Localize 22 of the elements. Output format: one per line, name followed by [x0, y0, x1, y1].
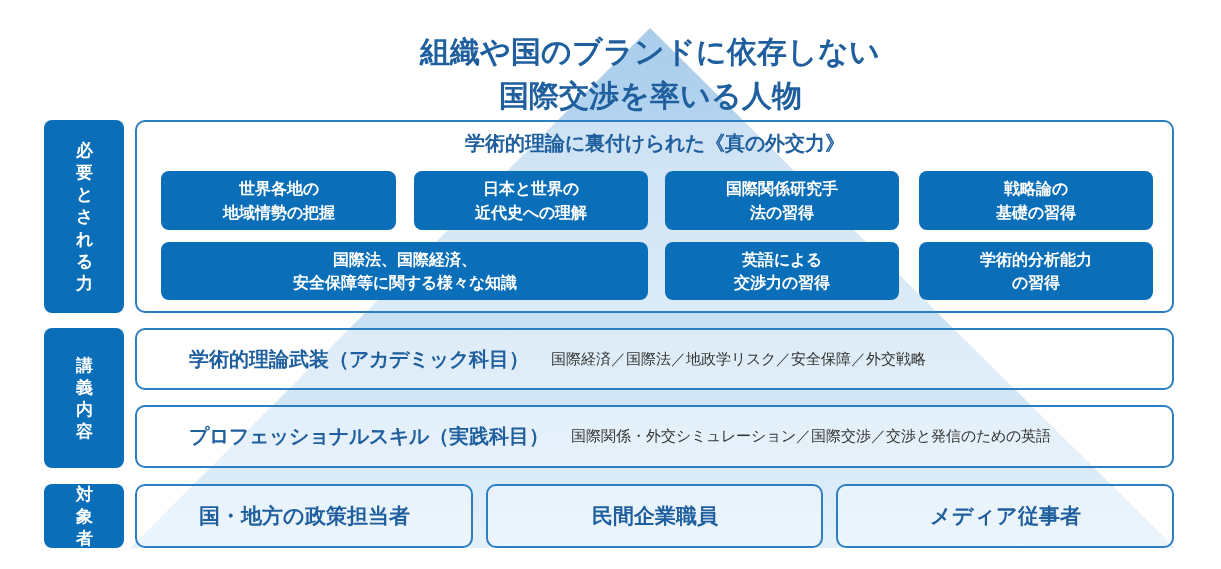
- course-heading: 学術的理論武装（アカデミック科目）: [189, 345, 529, 373]
- skill-box: 世界各地の地域情勢の把握: [161, 171, 396, 230]
- section-label: 必要とされる力: [44, 120, 124, 313]
- course-row: [135, 328, 1174, 390]
- section-label: 対象者: [44, 484, 124, 548]
- target-box: 国・地方の政策担当者: [135, 484, 473, 548]
- target-box: メディア従事者: [836, 484, 1174, 548]
- skill-box: 戦略論の基礎の習得: [919, 171, 1153, 230]
- panel: [135, 120, 1174, 313]
- title: 組織や国のブランドに依存しない国際交渉を率いる人物: [418, 33, 881, 115]
- skill-box: 国際関係研究手法の習得: [665, 171, 899, 230]
- skill-box: 学術的分析能力の習得: [919, 242, 1153, 300]
- course-topics: 国際関係・外交シミュレーション／国際交渉／交渉と発信のための英語: [571, 427, 1051, 446]
- target-box: 民間企業職員: [486, 484, 823, 548]
- section-label: 講義内容: [44, 328, 124, 468]
- course-heading: プロフェッショナルスキル（実践科目）: [189, 423, 549, 450]
- course-row: [135, 405, 1174, 468]
- skill-box: 英語による交渉力の習得: [665, 242, 899, 300]
- skill-box: 日本と世界の近代史への理解: [414, 171, 648, 230]
- panel-heading: 学術的理論に裏付けられた《真の外交力》: [463, 130, 846, 157]
- skill-box: 国際法、国際経済、安全保障等に関する様々な知識: [161, 242, 648, 300]
- course-topics: 国際経済／国際法／地政学リスク／安全保障／外交戦略: [551, 349, 926, 369]
